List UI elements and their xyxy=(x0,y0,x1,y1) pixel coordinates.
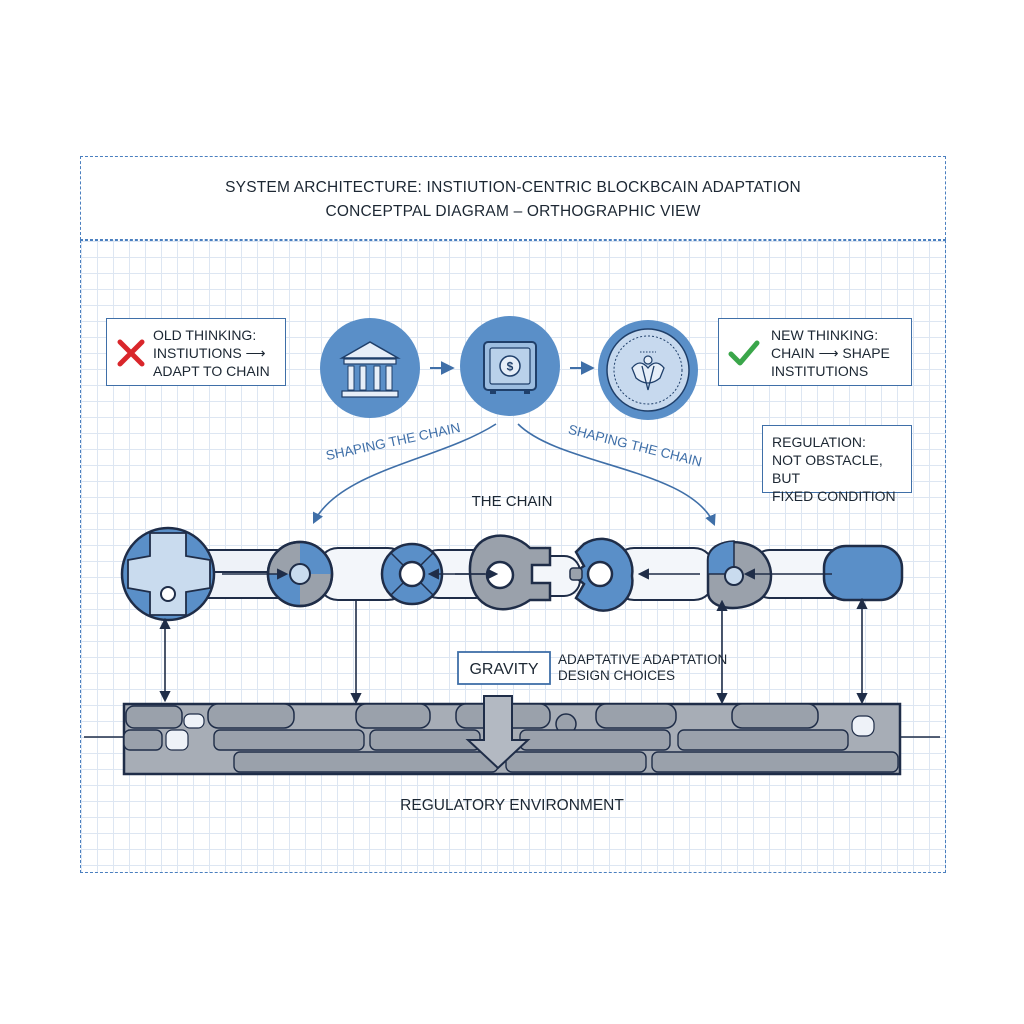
old-thinking-line-2: INSTIUTIONS ⟶ xyxy=(153,345,266,361)
old-thinking-callout: OLD THINKING: INSTIUTIONS ⟶ ADAPT TO CHA… xyxy=(106,318,286,386)
green-check-icon xyxy=(728,340,760,366)
title-line-1: SYSTEM ARCHITECTURE: INSTIUTION-CENTRIC … xyxy=(225,179,801,196)
new-thinking-line-3: INSTITUTIONS xyxy=(771,363,869,379)
regulation-heading: REGULATION: xyxy=(772,434,866,450)
new-thinking-heading: NEW THINKING: xyxy=(771,327,879,343)
regulation-callout: REGULATION: NOT OBSTACLE, BUT FIXED COND… xyxy=(762,425,912,504)
title-line-2: CONCEPTPAL DIAGRAM – ORTHOGRAPHIC VIEW xyxy=(325,203,701,220)
old-thinking-line-3: ADAPT TO CHAIN xyxy=(153,363,270,379)
new-thinking-line-2: CHAIN ⟶ SHAPE xyxy=(771,345,890,361)
red-x-icon xyxy=(117,339,145,367)
new-thinking-callout: NEW THINKING: CHAIN ⟶ SHAPE INSTITUTIONS xyxy=(718,318,912,386)
title-frame: SYSTEM ARCHITECTURE: INSTIUTION-CENTRIC … xyxy=(80,156,946,240)
regulation-line-2: NOT OBSTACLE, BUT xyxy=(772,452,883,486)
regulation-line-3: FIXED CONDITION xyxy=(772,488,896,504)
old-thinking-heading: OLD THINKING: xyxy=(153,327,257,343)
